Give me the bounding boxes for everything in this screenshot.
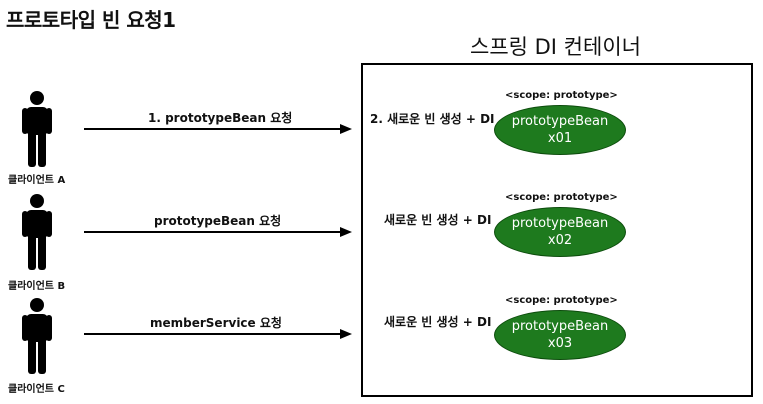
bean-name: prototypeBean: [511, 114, 609, 129]
bean-name: prototypeBean: [511, 319, 609, 334]
client-label-b: 클라이언트 B: [8, 281, 66, 292]
diagram-title: 프로토타입 빈 요청1: [6, 8, 176, 32]
bean-id: x01: [547, 131, 573, 146]
client-label-a: 클라이언트 A: [8, 175, 66, 186]
bean-x01: prototypeBean x01: [494, 105, 626, 155]
request-arrow-b: [84, 227, 352, 237]
create-label-a: 2. 새로운 빈 생성 + DI: [370, 112, 495, 126]
client-label-c: 클라이언트 C: [8, 384, 65, 395]
container-title: 스프링 DI 컨테이너: [470, 35, 641, 59]
scope-label-c: <scope: prototype>: [505, 295, 618, 306]
request-label-b: prototypeBean 요청: [154, 214, 282, 228]
request-arrow-c: [84, 329, 352, 339]
bean-x03: prototypeBean x03: [494, 310, 626, 360]
bean-name: prototypeBean: [511, 216, 609, 231]
request-arrow-a: [84, 124, 352, 134]
person-icon-a: [22, 91, 52, 167]
scope-label-b: <scope: prototype>: [505, 192, 618, 203]
request-label-a: 1. prototypeBean 요청: [148, 111, 293, 125]
spring-container: [361, 63, 753, 397]
bean-id: x02: [547, 233, 573, 248]
bean-x02: prototypeBean x02: [494, 207, 626, 257]
create-label-c: 새로운 빈 생성 + DI: [384, 315, 492, 329]
person-icon-b: [22, 194, 52, 270]
request-label-c: memberService 요청: [150, 316, 282, 330]
person-icon-c: [22, 298, 52, 374]
scope-label-a: <scope: prototype>: [505, 90, 618, 101]
bean-id: x03: [547, 336, 573, 351]
create-label-b: 새로운 빈 생성 + DI: [384, 213, 492, 227]
